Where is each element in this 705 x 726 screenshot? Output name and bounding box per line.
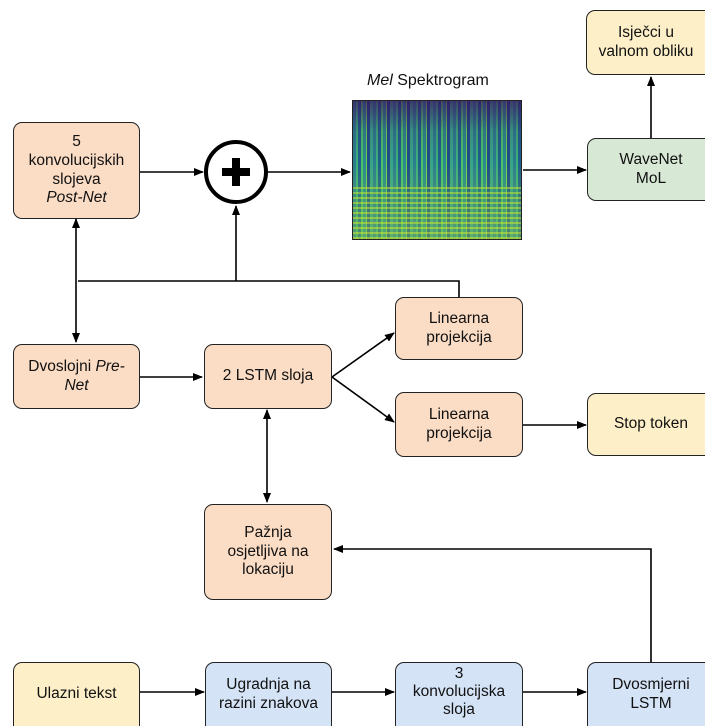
postnet-line3: slojeva: [52, 170, 101, 188]
lstm-layers-label: 2 LSTM sloja: [222, 367, 314, 385]
lstm-layers-node: 2 LSTM sloja: [204, 344, 332, 409]
linear-projection-node-1: Linearna projekcija: [395, 297, 523, 360]
conv-line3: sloja: [443, 700, 475, 718]
prenet-node: Dvoslojni Pre- Net: [13, 344, 140, 409]
attention-line1: Pažnja: [244, 523, 292, 541]
linproj1-line1: Linearna: [428, 309, 490, 327]
input-text-label: Ulazni tekst: [36, 685, 117, 703]
arrow-lstm-to-linproj1: [331, 332, 395, 378]
conv-line1: 3: [454, 665, 464, 682]
attention-line2: osjetljiva na: [227, 542, 309, 560]
bilstm-line2: LSTM: [630, 694, 672, 712]
bilstm-line1: Dvosmjerni: [612, 675, 690, 693]
linproj2-line1: Linearna: [428, 405, 490, 423]
embedding-line1: Ugradnja na: [226, 675, 311, 693]
attention-line3: lokaciju: [242, 561, 294, 579]
wavenet-line1: WaveNet: [619, 150, 683, 168]
stop-token-label: Stop token: [613, 415, 689, 433]
character-embedding-node: Ugradnja na razini znakova: [205, 662, 332, 726]
spectrogram-caption-rest: Spektrogram: [392, 72, 489, 89]
waveform-line1: Isječci u: [618, 23, 674, 41]
plus-circle-icon: [204, 140, 268, 204]
spectrogram-caption: Mel Spektrogram: [367, 72, 489, 90]
wavenet-line2: MoL: [635, 169, 667, 187]
prenet-line2: Net: [64, 376, 89, 394]
mel-spectrogram-image: [352, 100, 522, 240]
embedding-line2: razini znakova: [218, 694, 319, 712]
arrow-bilstm-to-attention: [333, 545, 652, 662]
input-text-node: Ulazni tekst: [13, 662, 140, 726]
linear-projection-node-2: Linearna projekcija: [395, 392, 523, 457]
stop-token-node: Stop token: [587, 393, 705, 456]
postnet-node: 5 konvolucijskih slojeva Post-Net: [13, 122, 140, 219]
bidirectional-lstm-node: Dvosmjerni LSTM: [587, 662, 705, 726]
conv-line2: konvolucijska: [412, 682, 506, 700]
waveform-line2: valnom obliku: [598, 42, 694, 60]
prenet-line1: Dvoslojni Pre-: [28, 358, 125, 377]
waveform-output-node: Isječci u valnom obliku: [586, 10, 705, 75]
wavenet-node: WaveNet MoL: [587, 138, 705, 201]
attention-node: Pažnja osjetljiva na lokaciju: [204, 504, 332, 600]
linproj2-line2: projekcija: [426, 424, 492, 442]
prenet-line1-text: Dvoslojni: [28, 357, 96, 375]
arrow-lstm-to-linproj2: [331, 376, 395, 423]
prenet-line1-italic: Pre-: [95, 357, 125, 375]
postnet-line2: konvolucijskih: [28, 151, 125, 169]
spectrogram-caption-italic: Mel: [367, 72, 393, 89]
postnet-line1: 5: [72, 132, 81, 150]
postnet-line4: Post-Net: [46, 189, 107, 207]
linproj1-line2: projekcija: [426, 328, 492, 346]
line-linproj-to-bus: [78, 280, 460, 297]
conv-layers-node: 3 konvolucijska sloja: [395, 662, 523, 726]
